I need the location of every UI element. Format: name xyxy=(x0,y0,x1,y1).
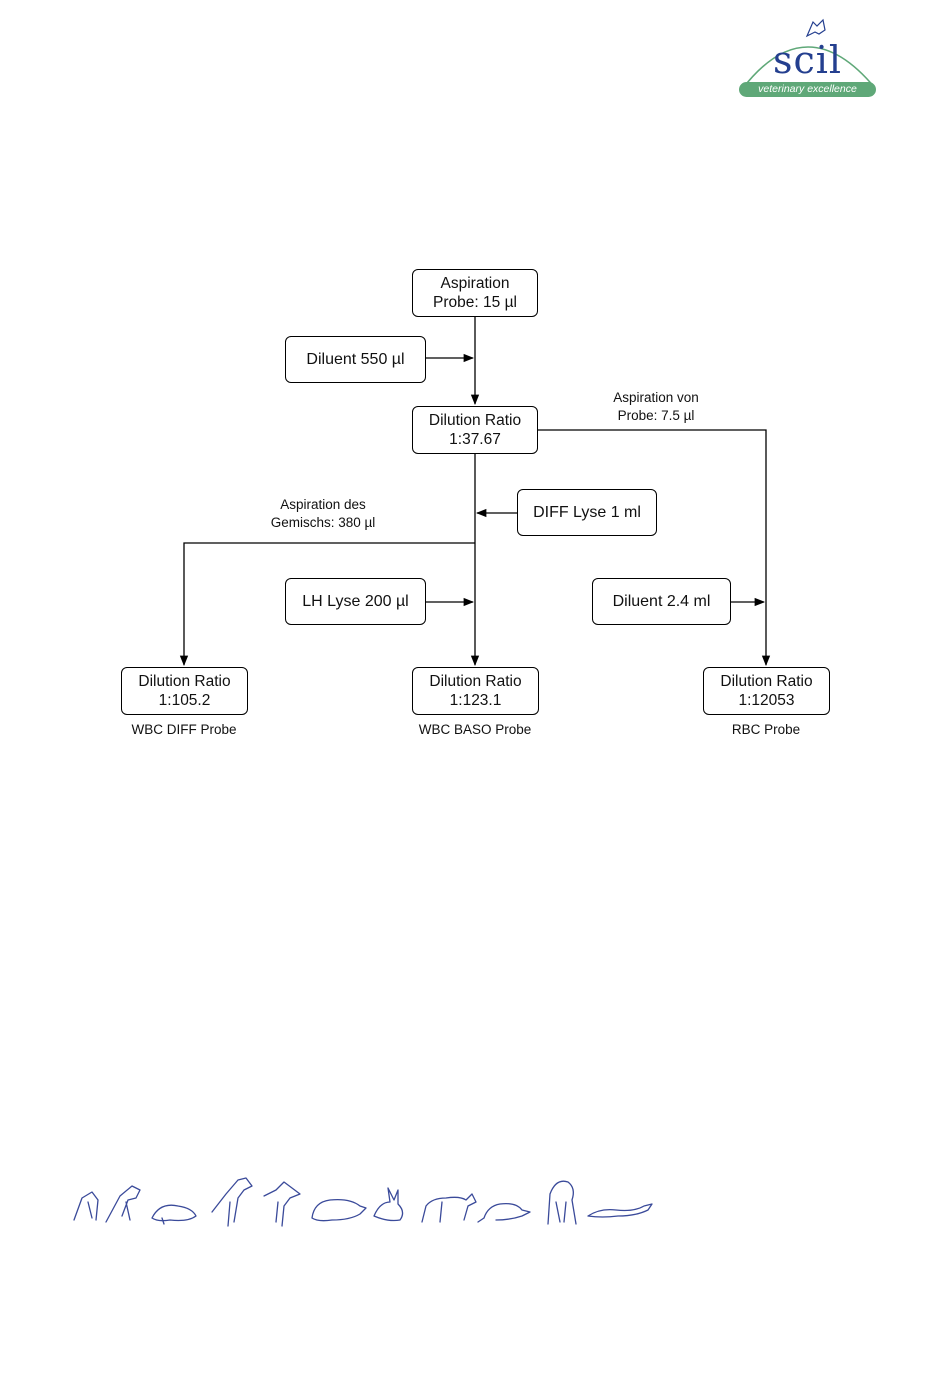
horse-icon xyxy=(211,1177,253,1227)
label-aspiration-des-line2: Gemischs: 380 µl xyxy=(270,515,376,530)
logo-tagline: veterinary excellence xyxy=(739,82,876,97)
caption-wbc-baso: WBC BASO Probe xyxy=(418,722,532,737)
connector-rbc xyxy=(538,429,771,667)
logo-brand: scil xyxy=(772,38,843,82)
node-lh-lyse-label: LH Lyse 200 µl xyxy=(302,593,409,610)
goat-icon xyxy=(263,1181,301,1227)
node-rbc-ratio: Dilution Ratio 1:12053 xyxy=(703,667,830,715)
node-rbc-line2: 1:12053 xyxy=(738,692,795,709)
node-wbc-baso-line1: Dilution Ratio xyxy=(429,673,522,690)
label-aspiration-von: Aspiration von Probe: 7.5 µl xyxy=(596,389,716,425)
pig-icon xyxy=(311,1198,367,1222)
node-dilution-ratio-1: Dilution Ratio 1:37.67 xyxy=(412,406,538,454)
mouse-icon xyxy=(477,1202,531,1223)
label-aspiration-von-line2: Probe: 7.5 µl xyxy=(617,408,695,423)
node-aspiration-line1: Aspiration xyxy=(440,275,510,292)
node-wbc-baso-line2: 1:123.1 xyxy=(449,692,502,709)
rabbit-icon xyxy=(373,1187,404,1222)
node-diff-lyse: DIFF Lyse 1 ml xyxy=(517,489,657,536)
node-wbc-diff-ratio: Dilution Ratio 1:105.2 xyxy=(121,667,248,715)
node-diluent-550-label: Diluent 550 µl xyxy=(306,351,405,368)
sheep-icon xyxy=(421,1193,477,1223)
node-wbc-baso-ratio: Dilution Ratio 1:123.1 xyxy=(412,667,539,715)
node-ratio-1-line1: Dilution Ratio xyxy=(428,412,522,429)
node-rbc-line1: Dilution Ratio xyxy=(720,673,813,690)
rodent-icon xyxy=(151,1204,197,1225)
node-aspiration-line2: Probe: 15 µl xyxy=(433,294,517,311)
connector-wbc-diff xyxy=(179,542,475,667)
primate-icon xyxy=(547,1180,577,1225)
ferret-icon xyxy=(587,1203,653,1218)
node-diluent-2-4: Diluent 2.4 ml xyxy=(592,578,731,625)
node-ratio-1-line2: 1:37.67 xyxy=(449,431,501,448)
animal-silhouettes xyxy=(73,1177,653,1227)
logo-arc-icon xyxy=(742,18,876,89)
node-diluent-2-4-label: Diluent 2.4 ml xyxy=(612,593,711,610)
node-aspiration: Aspiration Probe: 15 µl xyxy=(412,269,538,317)
cat-icon xyxy=(73,1191,99,1221)
scil-logo: scil veterinary excellence xyxy=(735,8,880,100)
node-diff-lyse-label: DIFF Lyse 1 ml xyxy=(533,504,641,521)
label-aspiration-des: Aspiration des Gemischs: 380 µl xyxy=(253,496,393,532)
node-diluent-550: Diluent 550 µl xyxy=(285,336,426,383)
label-aspiration-von-line1: Aspiration von xyxy=(613,390,699,405)
node-wbc-diff-line2: 1:105.2 xyxy=(158,692,211,709)
caption-wbc-diff: WBC DIFF Probe xyxy=(131,722,237,737)
dog-icon xyxy=(105,1185,141,1223)
node-lh-lyse: LH Lyse 200 µl xyxy=(285,578,426,625)
node-wbc-diff-line1: Dilution Ratio xyxy=(138,673,231,690)
label-aspiration-des-line1: Aspiration des xyxy=(280,497,366,512)
caption-rbc: RBC Probe xyxy=(731,722,801,737)
